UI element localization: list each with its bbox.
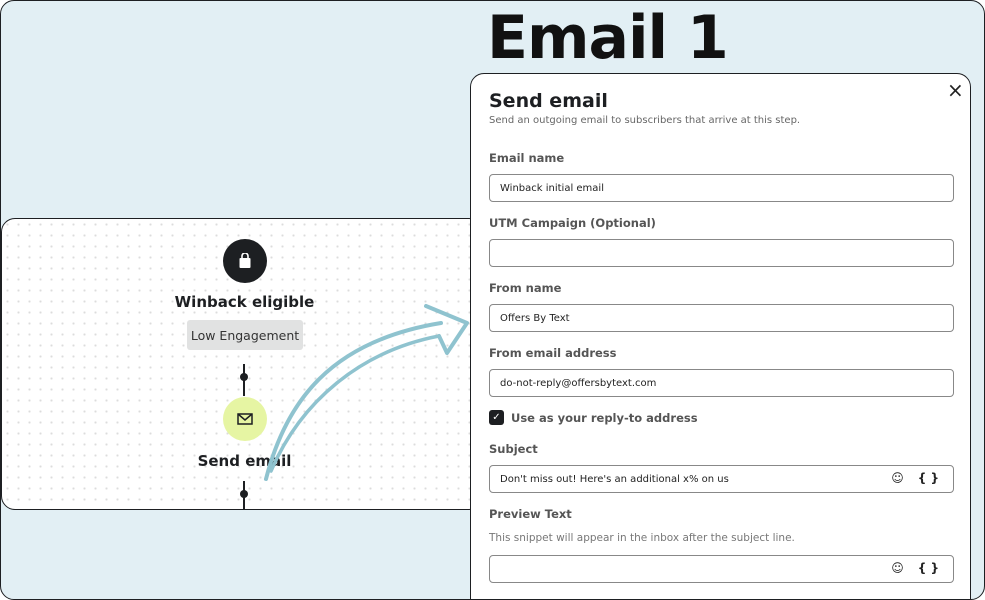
emoji-icon[interactable]: ☺ <box>891 471 904 485</box>
page-heading: Email 1 <box>487 3 729 73</box>
panel-title: Send email <box>489 90 608 112</box>
preview-text-input[interactable]: ☺ { } <box>489 555 954 583</box>
connector-dot <box>240 373 248 381</box>
connector-dot <box>240 490 248 498</box>
subject-label: Subject <box>489 442 538 456</box>
shopping-bag-icon <box>239 253 251 268</box>
send-email-panel: × Send email Send an outgoing email to s… <box>470 73 971 599</box>
panel-subtitle: Send an outgoing email to subscribers th… <box>489 115 801 126</box>
variable-icon[interactable]: { } <box>917 471 939 485</box>
from-name-label: From name <box>489 281 562 295</box>
from-email-input[interactable]: do-not-reply@offersbytext.com <box>489 369 954 397</box>
utm-campaign-input[interactable] <box>489 239 954 267</box>
close-button[interactable]: × <box>947 78 964 102</box>
subject-input[interactable]: Don't miss out! Here's an additional x% … <box>489 465 954 493</box>
from-email-label: From email address <box>489 346 617 360</box>
check-icon: ✓ <box>492 412 501 423</box>
preview-text-help: This snippet will appear in the inbox af… <box>489 532 795 544</box>
email-name-input[interactable]: Winback initial email <box>489 174 954 202</box>
trigger-title: Winback eligible <box>174 293 315 311</box>
from-name-input[interactable]: Offers By Text <box>489 304 954 332</box>
workflow-canvas: Winback eligible Low Engagement Send ema… <box>1 218 483 510</box>
subject-value: Don't miss out! Here's an additional x% … <box>500 473 729 485</box>
emoji-icon[interactable]: ☺ <box>891 561 904 575</box>
trigger-node[interactable] <box>223 239 267 283</box>
send-email-node[interactable] <box>223 397 267 441</box>
envelope-icon <box>237 413 253 425</box>
utm-label: UTM Campaign (Optional) <box>489 216 656 230</box>
email-name-label: Email name <box>489 151 565 165</box>
preview-text-label: Preview Text <box>489 507 572 521</box>
variable-icon[interactable]: { } <box>917 561 939 575</box>
reply-to-label: Use as your reply-to address <box>511 411 698 425</box>
reply-to-checkbox[interactable]: ✓ <box>489 410 504 425</box>
segment-tag: Low Engagement <box>187 320 303 350</box>
